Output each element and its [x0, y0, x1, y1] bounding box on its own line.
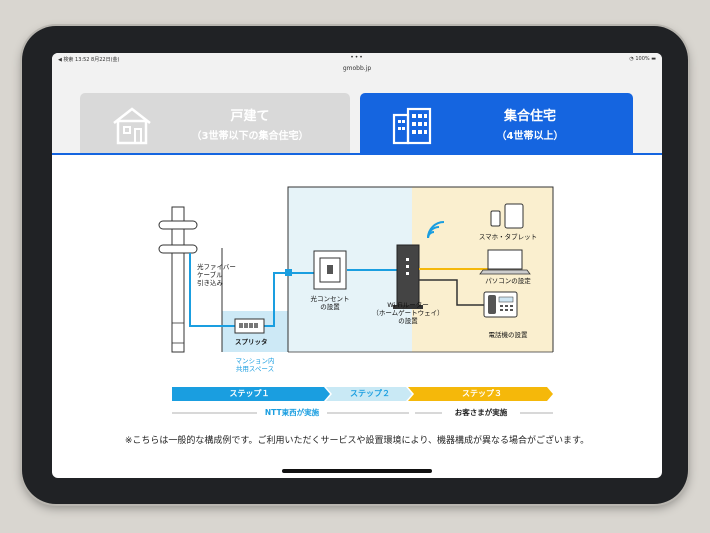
smartphone-tablet-icon — [490, 203, 524, 229]
outlet-label: 光コンセント の設置 — [300, 295, 360, 311]
network-diagram — [158, 186, 554, 414]
tab-title: 戸建て — [230, 109, 270, 124]
housing-tabs: 戸建て （3世帯以下の集合住宅） 集合住宅 （4世帯以上） — [52, 77, 662, 153]
screen: ◀ 検索 13:52 8月22日(金) ••• gmobb.jp ◔ 100% … — [52, 53, 662, 478]
optical-outlet-device — [313, 250, 347, 290]
tab-subtitle: （3世帯以下の集合住宅） — [191, 131, 309, 142]
smartphone-label: スマホ・タブレット — [478, 233, 538, 241]
splitter-device — [234, 318, 265, 334]
ntt-performs-label: NTT東西が実施 — [264, 408, 320, 417]
pc-label: パソコンの設定 — [485, 277, 531, 285]
step1-arrow — [172, 387, 330, 401]
tab-apartment[interactable]: 集合住宅 （4世帯以上） — [360, 93, 633, 153]
step3-label: ステップ３ — [462, 389, 502, 398]
outlet-label-line: 光コンセント — [310, 295, 350, 303]
wifi-router-device — [393, 244, 423, 309]
router-label: Wi-Fiルーター （ホームゲートウェイ） の設置 — [368, 301, 448, 325]
utility-pole — [158, 206, 198, 353]
battery-status: ◔ 100% ▬ — [629, 56, 656, 62]
shared-space-line: マンション内 — [235, 357, 275, 365]
customer-performs-label: お客さまが実施 — [454, 408, 508, 417]
shared-space-label: マンション内 共用スペース — [224, 357, 286, 373]
tab-title: 集合住宅 — [503, 109, 556, 124]
fiber-label-line: 光ファイバー — [197, 263, 236, 271]
tab-detached-house[interactable]: 戸建て （3世帯以下の集合住宅） — [80, 93, 350, 153]
disclaimer-note: ※こちらは一般的な構成例です。ご利用いただくサービスや設置環境により、機器構成が… — [124, 436, 590, 446]
router-label-line: （ホームゲートウェイ） — [372, 309, 444, 317]
status-left: ◀ 検索 13:52 8月22日(金) — [58, 57, 120, 63]
splitter-label: スプリッタ — [235, 338, 268, 346]
step2-arrow — [326, 387, 412, 401]
tab-subtitle: （4世帯以上） — [496, 131, 564, 142]
battery-icon: ▬ — [651, 56, 656, 62]
router-label-line: Wi-Fiルーター — [387, 301, 429, 309]
status-bar: ◀ 検索 13:52 8月22日(金) ••• gmobb.jp ◔ 100% … — [52, 53, 662, 77]
home-indicator[interactable] — [282, 469, 432, 473]
step3-arrow — [408, 387, 553, 401]
building-icon — [392, 107, 432, 145]
phone-label: 電話機の設置 — [488, 331, 528, 339]
tab-underline — [52, 153, 662, 155]
wifi-icon: ◔ — [629, 56, 634, 62]
wifi-signal-icon — [427, 221, 445, 239]
house-icon — [113, 107, 151, 145]
battery-percent: 100% — [635, 56, 650, 62]
laptop-icon — [479, 249, 531, 275]
fiber-cable — [189, 253, 235, 327]
outlet-label-line: の設置 — [320, 303, 340, 311]
step2-label: ステップ２ — [350, 389, 390, 398]
fiber-label-line: ケーブル — [197, 271, 223, 279]
step1-label: ステップ１ — [229, 389, 270, 398]
shared-space-line: 共用スペース — [235, 365, 275, 373]
address-url[interactable]: gmobb.jp — [342, 65, 372, 72]
fiber-label: 光ファイバー ケーブル 引き込み — [197, 263, 236, 287]
router-label-line: の設置 — [398, 317, 418, 325]
more-dots-icon[interactable]: ••• — [350, 54, 364, 61]
fiber-label-line: 引き込み — [197, 279, 223, 287]
telephone-icon — [483, 291, 518, 318]
